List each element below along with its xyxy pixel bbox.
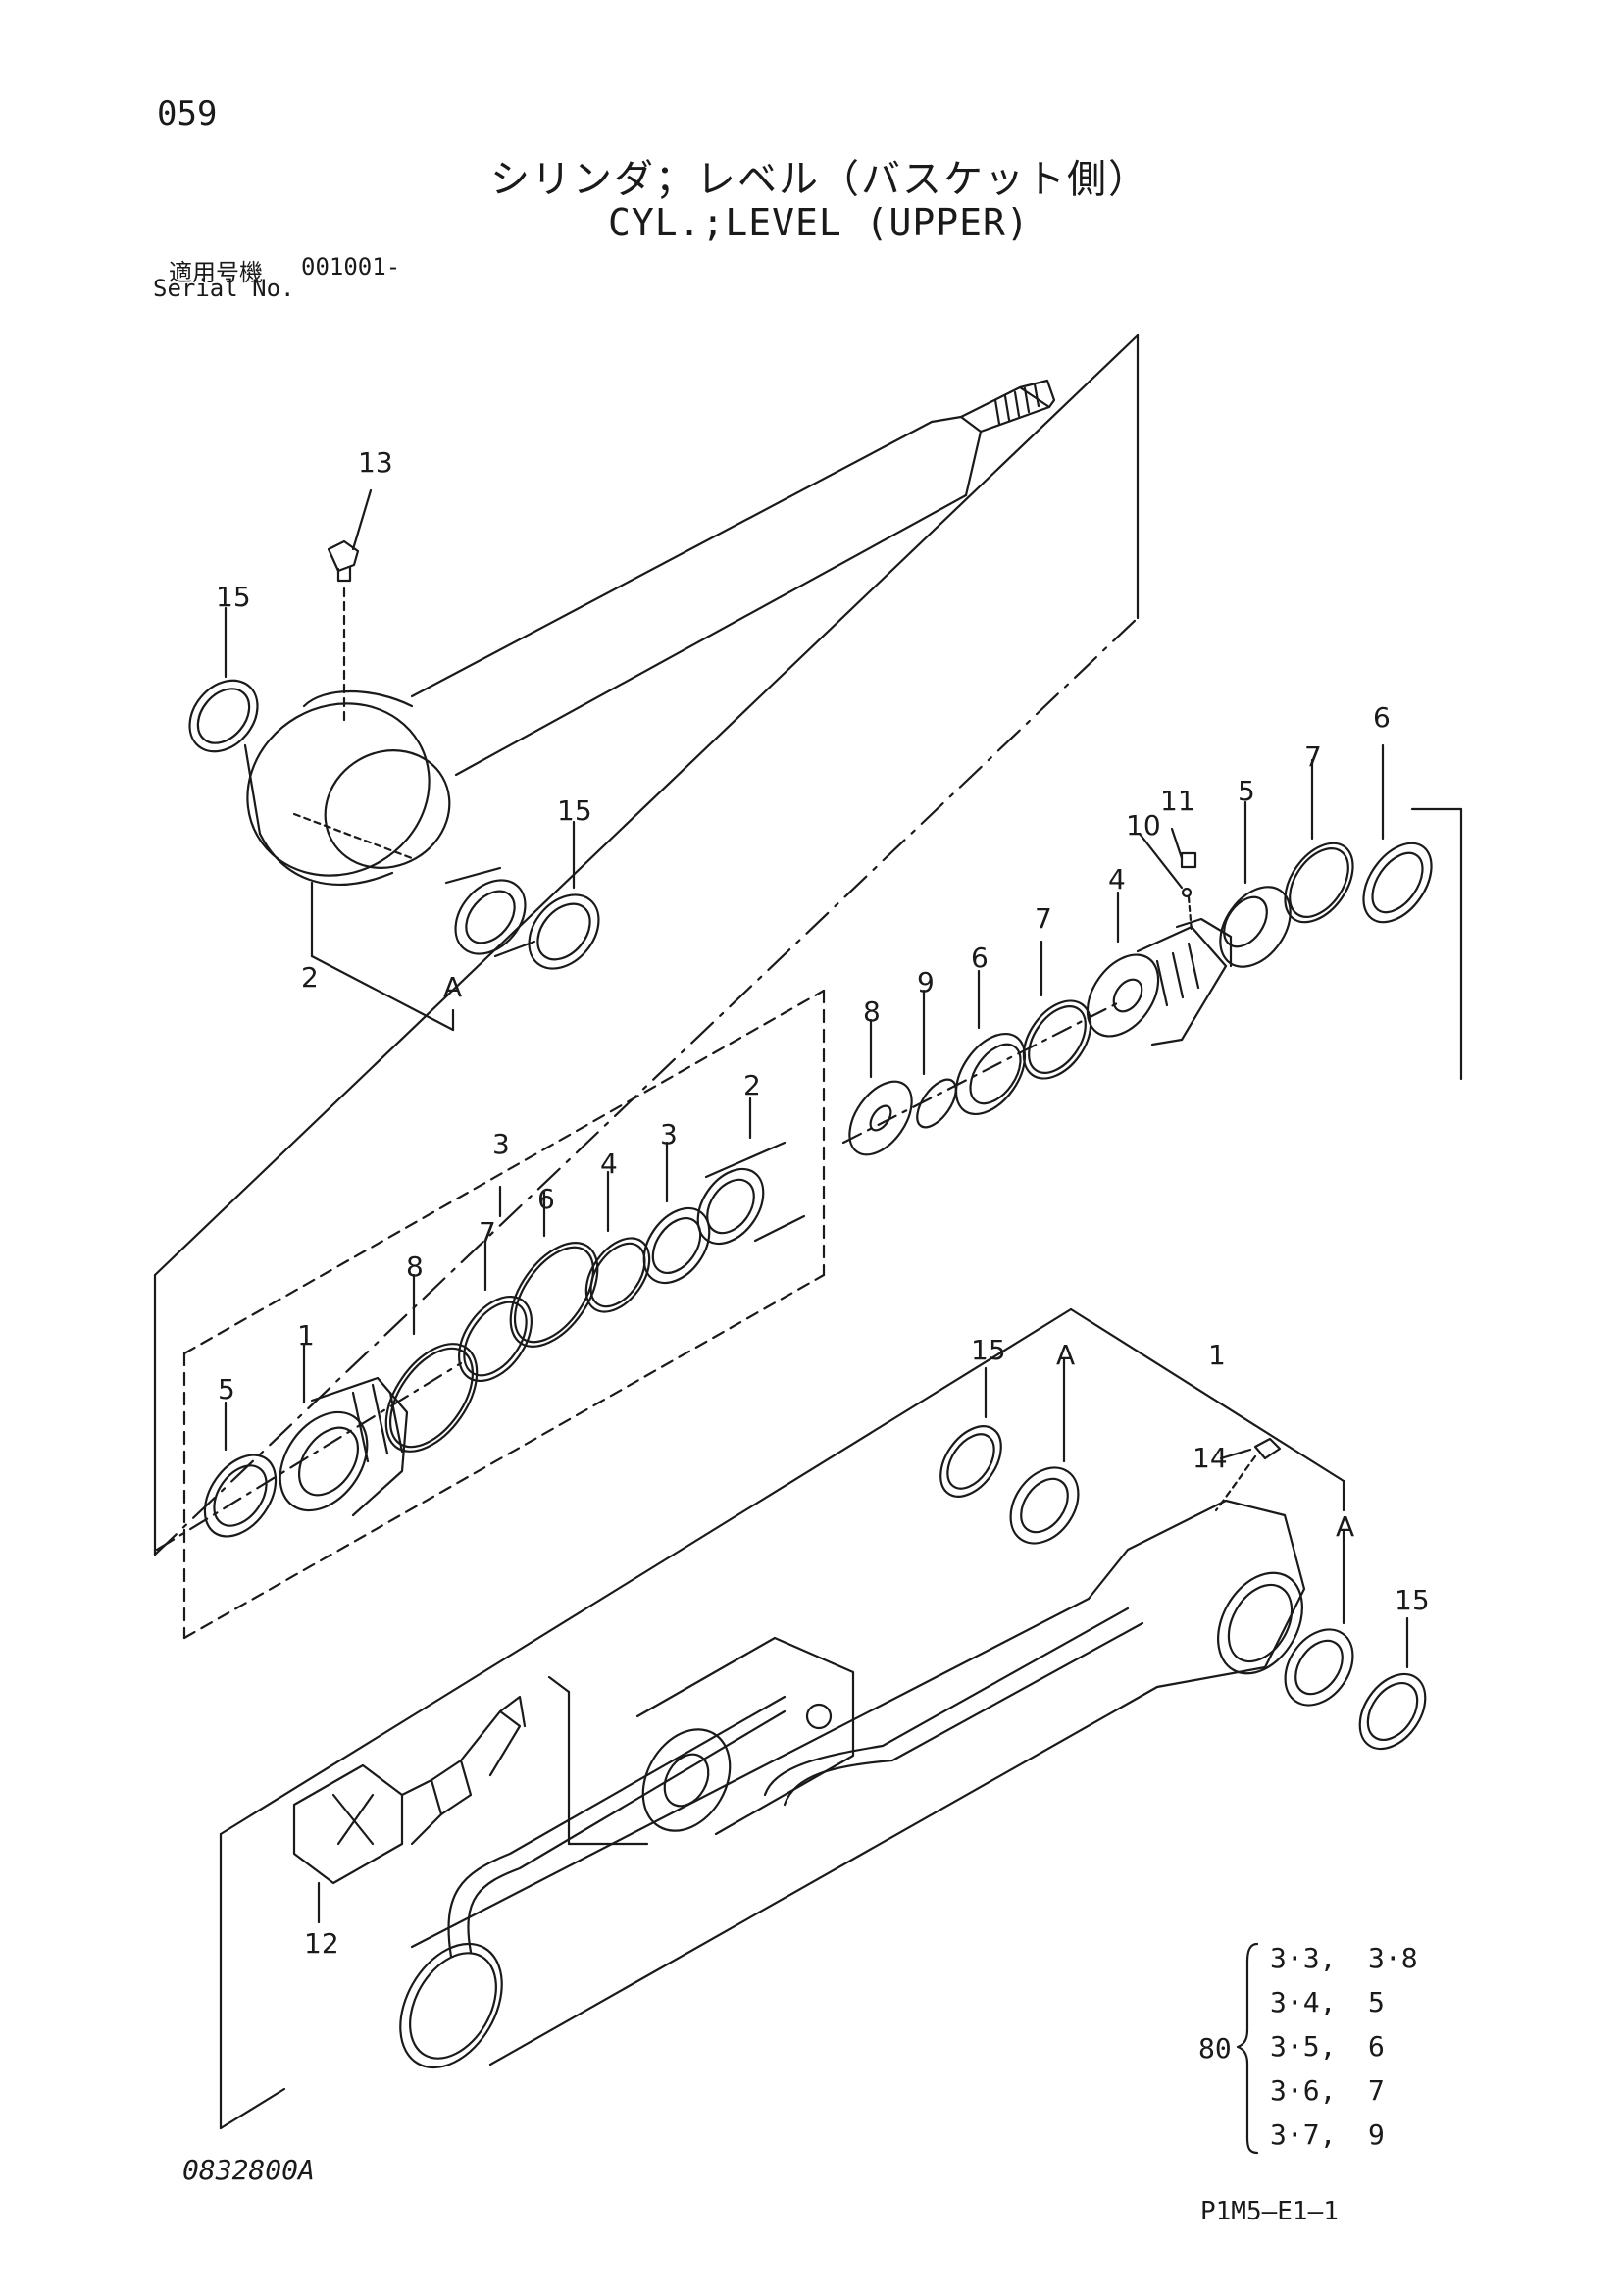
kit-row-1-a: 3·3, bbox=[1270, 1942, 1337, 1974]
rod-group-frame bbox=[153, 333, 1140, 1556]
page-number: 059 bbox=[157, 94, 218, 133]
callout-5-kit: 5 bbox=[218, 1373, 235, 1405]
callout-10: 10 bbox=[1126, 809, 1161, 842]
gland-kit-frame bbox=[182, 989, 826, 1640]
piston-group bbox=[841, 743, 1463, 1156]
bushings-lower bbox=[939, 1356, 1427, 1751]
tube-group-frame bbox=[219, 1307, 1345, 2130]
callout-a-lower-right: A bbox=[1336, 1510, 1355, 1543]
callout-6-oring: 6 bbox=[537, 1183, 555, 1215]
callout-6-piston: 6 bbox=[1373, 701, 1391, 734]
cylinder-tube bbox=[399, 1437, 1306, 2069]
callout-15-lower-right: 15 bbox=[1395, 1584, 1430, 1616]
callout-15-right: 15 bbox=[557, 794, 592, 827]
callout-7-ring: 7 bbox=[1035, 902, 1052, 935]
callout-8-kit: 8 bbox=[406, 1250, 424, 1283]
callout-9: 9 bbox=[917, 966, 935, 998]
kit-row-5-b: 9 bbox=[1368, 2118, 1385, 2151]
callout-13: 13 bbox=[358, 446, 393, 479]
callout-7-kit: 7 bbox=[479, 1216, 496, 1249]
kit-row-3-b: 6 bbox=[1368, 2030, 1385, 2063]
piston-rod bbox=[410, 379, 1056, 777]
title-japanese: シリンダ；レベル（バスケット側） bbox=[490, 157, 1149, 202]
callout-15-left: 15 bbox=[216, 581, 251, 613]
callout-a-lower-left: A bbox=[1056, 1339, 1076, 1371]
callout-2-kit: 2 bbox=[743, 1069, 761, 1101]
kit-row-3-a: 3·5, bbox=[1270, 2030, 1337, 2063]
callout-a-upper: A bbox=[443, 971, 463, 1003]
grease-nipple-13 bbox=[327, 488, 373, 728]
callout-3-kit: 3 bbox=[492, 1128, 510, 1160]
dust-seal-15-right bbox=[528, 820, 600, 970]
rod-eye bbox=[243, 689, 451, 886]
callout-1-tube: 1 bbox=[1208, 1339, 1226, 1371]
serial-label-japanese: 適用号機 bbox=[169, 259, 263, 286]
serial-label-english: Serial No. bbox=[153, 275, 295, 302]
drawing-number: 0832800A bbox=[182, 2154, 315, 2186]
callout-4-piston: 4 bbox=[1108, 863, 1126, 895]
callout-11: 11 bbox=[1160, 785, 1195, 817]
kit-number: 80 bbox=[1198, 2032, 1232, 2065]
callout-1-gland: 1 bbox=[297, 1319, 315, 1352]
kit-row-2-b: 5 bbox=[1368, 1986, 1385, 2018]
callout-15-lower-left: 15 bbox=[971, 1334, 1006, 1366]
callout-3-seal: 3 bbox=[660, 1118, 678, 1150]
page-code: P1M5–E1–1 bbox=[1200, 2197, 1339, 2226]
callout-6-ring: 6 bbox=[971, 942, 989, 974]
bushing-upper bbox=[444, 866, 536, 958]
kit-brace bbox=[1236, 1942, 1259, 2155]
serial-value: 001001- bbox=[301, 253, 401, 281]
callout-12: 12 bbox=[304, 1927, 339, 1960]
kit-row-4-b: 7 bbox=[1368, 2074, 1385, 2107]
callout-8-piston: 8 bbox=[863, 995, 881, 1028]
assembly-bracket-upper bbox=[292, 812, 455, 1032]
check-valve-12 bbox=[292, 1695, 527, 1924]
kit-row-5-a: 3·7, bbox=[1270, 2118, 1337, 2151]
callout-5-piston: 5 bbox=[1238, 775, 1255, 807]
callout-4-ring: 4 bbox=[600, 1148, 618, 1180]
dust-seal-15-left bbox=[188, 606, 259, 753]
callout-7-piston: 7 bbox=[1304, 740, 1322, 773]
callout-14: 14 bbox=[1193, 1442, 1228, 1474]
callout-2-upper: 2 bbox=[301, 961, 319, 994]
kit-row-4-a: 3·6, bbox=[1270, 2074, 1337, 2107]
kit-row-1-b: 3·8 bbox=[1368, 1942, 1418, 1974]
kit-row-2-a: 3·4, bbox=[1270, 1986, 1337, 2018]
title-english: CYL.;LEVEL (UPPER) bbox=[608, 201, 1030, 244]
gland-kit-parts bbox=[155, 1097, 806, 1552]
